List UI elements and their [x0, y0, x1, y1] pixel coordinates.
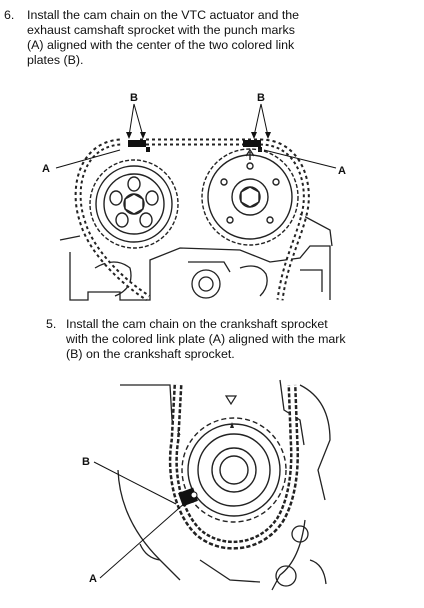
top-cam-chain: [74, 138, 310, 301]
vtc-actuator-sprocket: [89, 159, 179, 249]
step-6-line-2: exhaust camshaft sprocket with the punch…: [27, 23, 295, 37]
step-5-line-2: with the colored link plate (A) aligned …: [66, 332, 346, 346]
step-6-number: 6.: [4, 8, 15, 22]
callout-a-right: A: [338, 165, 346, 177]
callout-b-left: B: [130, 92, 138, 104]
step-6-line-4: plates (B).: [27, 53, 84, 67]
step-6-text: Install the cam chain on the VTC actuato…: [27, 8, 419, 68]
callout-a-left: A: [42, 163, 50, 175]
step-6-line-3: (A) aligned with the center of the two c…: [27, 38, 295, 52]
callout-b-bottom: B: [82, 456, 90, 468]
callout-b-right: B: [257, 92, 265, 104]
callout-a-bottom: A: [89, 573, 97, 585]
exhaust-camshaft-sprocket: [201, 148, 299, 246]
step-5-number: 5.: [46, 317, 57, 331]
crankshaft-sprocket-illustration: [117, 379, 331, 591]
step-6-line-1: Install the cam chain on the VTC actuato…: [27, 8, 300, 22]
step-5-line-3: (B) on the crankshaft sprocket.: [66, 347, 235, 361]
step-5-line-1: Install the cam chain on the crankshaft …: [66, 317, 328, 331]
step-5-text: Install the cam chain on the crankshaft …: [66, 317, 422, 362]
